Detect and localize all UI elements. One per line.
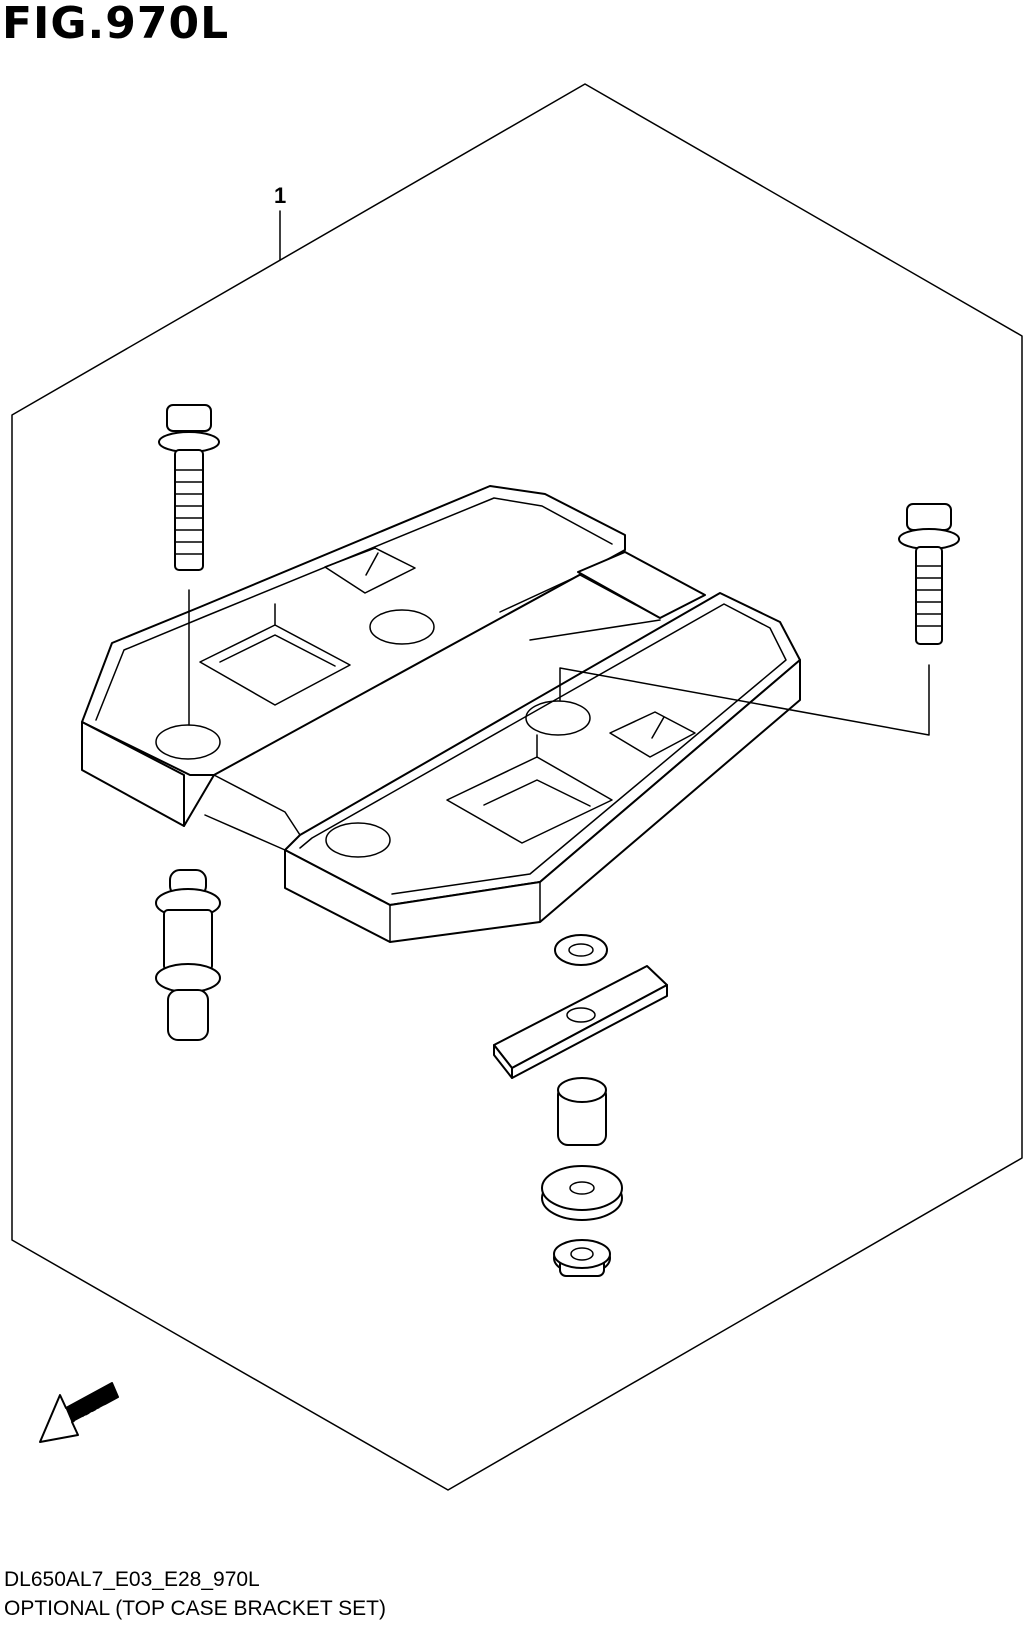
- figure-name: OPTIONAL (TOP CASE BRACKET SET): [4, 1597, 386, 1620]
- rubber-washer: [541, 1165, 623, 1221]
- top-case-bracket: [81, 485, 801, 943]
- set-boundary-hexagon: [11, 83, 1023, 1491]
- fwd-arrow-icon: FWD: [39, 1382, 119, 1443]
- stud-spacer: [155, 869, 221, 1041]
- washer-small: [554, 934, 608, 966]
- bolt-right: [559, 503, 960, 736]
- spacer-collar: [557, 1077, 607, 1146]
- bolt-left: [158, 404, 220, 726]
- mounting-plate: [493, 965, 668, 1079]
- figure-code: DL650AL7_E03_E28_970L: [4, 1568, 260, 1591]
- figure-title: FIG.970L: [2, 0, 230, 49]
- callout-1-number: 1: [274, 183, 286, 208]
- flange-nut: [553, 1239, 611, 1277]
